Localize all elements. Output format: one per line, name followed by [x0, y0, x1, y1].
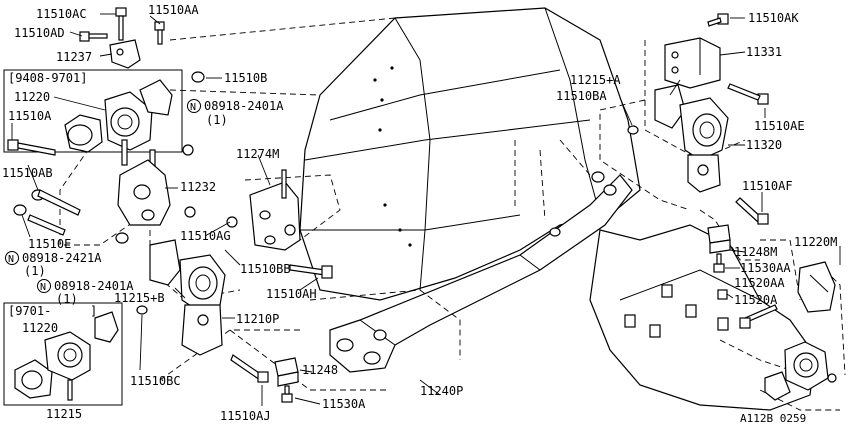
- label-11215-a: 11215+A: [570, 73, 621, 87]
- bracket-11232: [117, 144, 194, 226]
- label-11510AE: 11510AE: [754, 119, 805, 133]
- dashed-assembly-lines: [59, 17, 846, 411]
- part-labels: 11510AC 11510AA 11510AD 11237 11510B [94…: [2, 3, 837, 425]
- label-11530A: 11530A: [322, 397, 366, 411]
- label-11510E: 11510E: [28, 237, 71, 251]
- nut-n-1: N: [190, 102, 196, 113]
- label-11220-bottom: 11220: [22, 321, 58, 335]
- label-11220M: 11220M: [794, 235, 837, 249]
- label-11510AC: 11510AC: [36, 7, 87, 21]
- bottom-mid-hardware: [230, 354, 299, 403]
- label-11510AD: 11510AD: [14, 26, 65, 40]
- mount-11220M: [764, 261, 837, 401]
- right-lower-hardware: [707, 224, 778, 329]
- mount-11210P: [136, 239, 226, 356]
- bracket-11274M: [249, 169, 333, 279]
- bracket-11237: [79, 7, 205, 83]
- label-11520AA: 11520AA: [734, 276, 785, 290]
- label-11510AF: 11510AF: [742, 179, 793, 193]
- bracket-11331: [664, 13, 769, 105]
- label-11215-b: 11215+B: [114, 291, 165, 305]
- label-11248M: 11248M: [734, 245, 777, 259]
- label-11320: 11320: [746, 138, 782, 152]
- label-11220-top: 11220: [14, 90, 50, 104]
- label-11240P: 11240P: [420, 384, 463, 398]
- bolts-left: [7, 139, 238, 244]
- label-11510BA: 11510BA: [556, 89, 607, 103]
- label-11274M: 11274M: [236, 147, 279, 161]
- label-11510AJ: 11510AJ: [220, 409, 271, 423]
- label-11331: 11331: [746, 45, 782, 59]
- label-11210P: 11210P: [236, 312, 279, 326]
- mount-insert-11220-top: [3, 69, 183, 176]
- label-11510AG: 11510AG: [180, 229, 231, 243]
- label-11530AA: 11530AA: [740, 261, 791, 275]
- label-range-bracket: ]: [90, 304, 97, 318]
- label-11510AH: 11510AH: [266, 287, 317, 301]
- label-08918-2401A-top: 08918-2401A: [204, 99, 284, 113]
- nut-n-3: N: [40, 282, 46, 293]
- label-11520A: 11520A: [734, 293, 778, 307]
- label-qty-1-b: (1): [24, 264, 46, 278]
- label-11510AA: 11510AA: [148, 3, 199, 17]
- nut-n-2: N: [8, 254, 14, 265]
- crossmember-11240P: [329, 171, 633, 373]
- label-qty-1-a: (1): [206, 113, 228, 127]
- leader-lines: [11, 13, 841, 406]
- nut-symbol-1: [187, 99, 201, 113]
- label-11510AB: 11510AB: [2, 166, 53, 180]
- label-08918-2421A: 08918-2421A: [22, 251, 102, 265]
- nut-symbol-2: [5, 251, 19, 265]
- label-11248-bottom: 11248: [302, 363, 338, 377]
- label-11510B: 11510B: [224, 71, 267, 85]
- nut-symbol-3: [37, 279, 51, 293]
- label-11510AK: 11510AK: [748, 11, 799, 25]
- label-11215: 11215: [46, 407, 82, 421]
- engine-block: [299, 7, 641, 301]
- label-range-9701: [9701-: [8, 304, 51, 318]
- label-11510A: 11510A: [8, 109, 52, 123]
- label-11237: 11237: [56, 50, 92, 64]
- mount-insert-11220-bottom: [3, 302, 123, 406]
- diagram-code: A112B 0259: [740, 412, 806, 425]
- label-11232: 11232: [180, 180, 216, 194]
- label-11510BC: 11510BC: [130, 374, 181, 388]
- label-qty-1-c: (1): [56, 292, 78, 306]
- label-11510BB: 11510BB: [240, 262, 291, 276]
- label-range-9408-9701: [9408-9701]: [8, 71, 87, 85]
- label-08918-2401A-bottom: 08918-2401A: [54, 279, 134, 293]
- mount-11320: [627, 84, 769, 225]
- transmission-case: [589, 224, 816, 411]
